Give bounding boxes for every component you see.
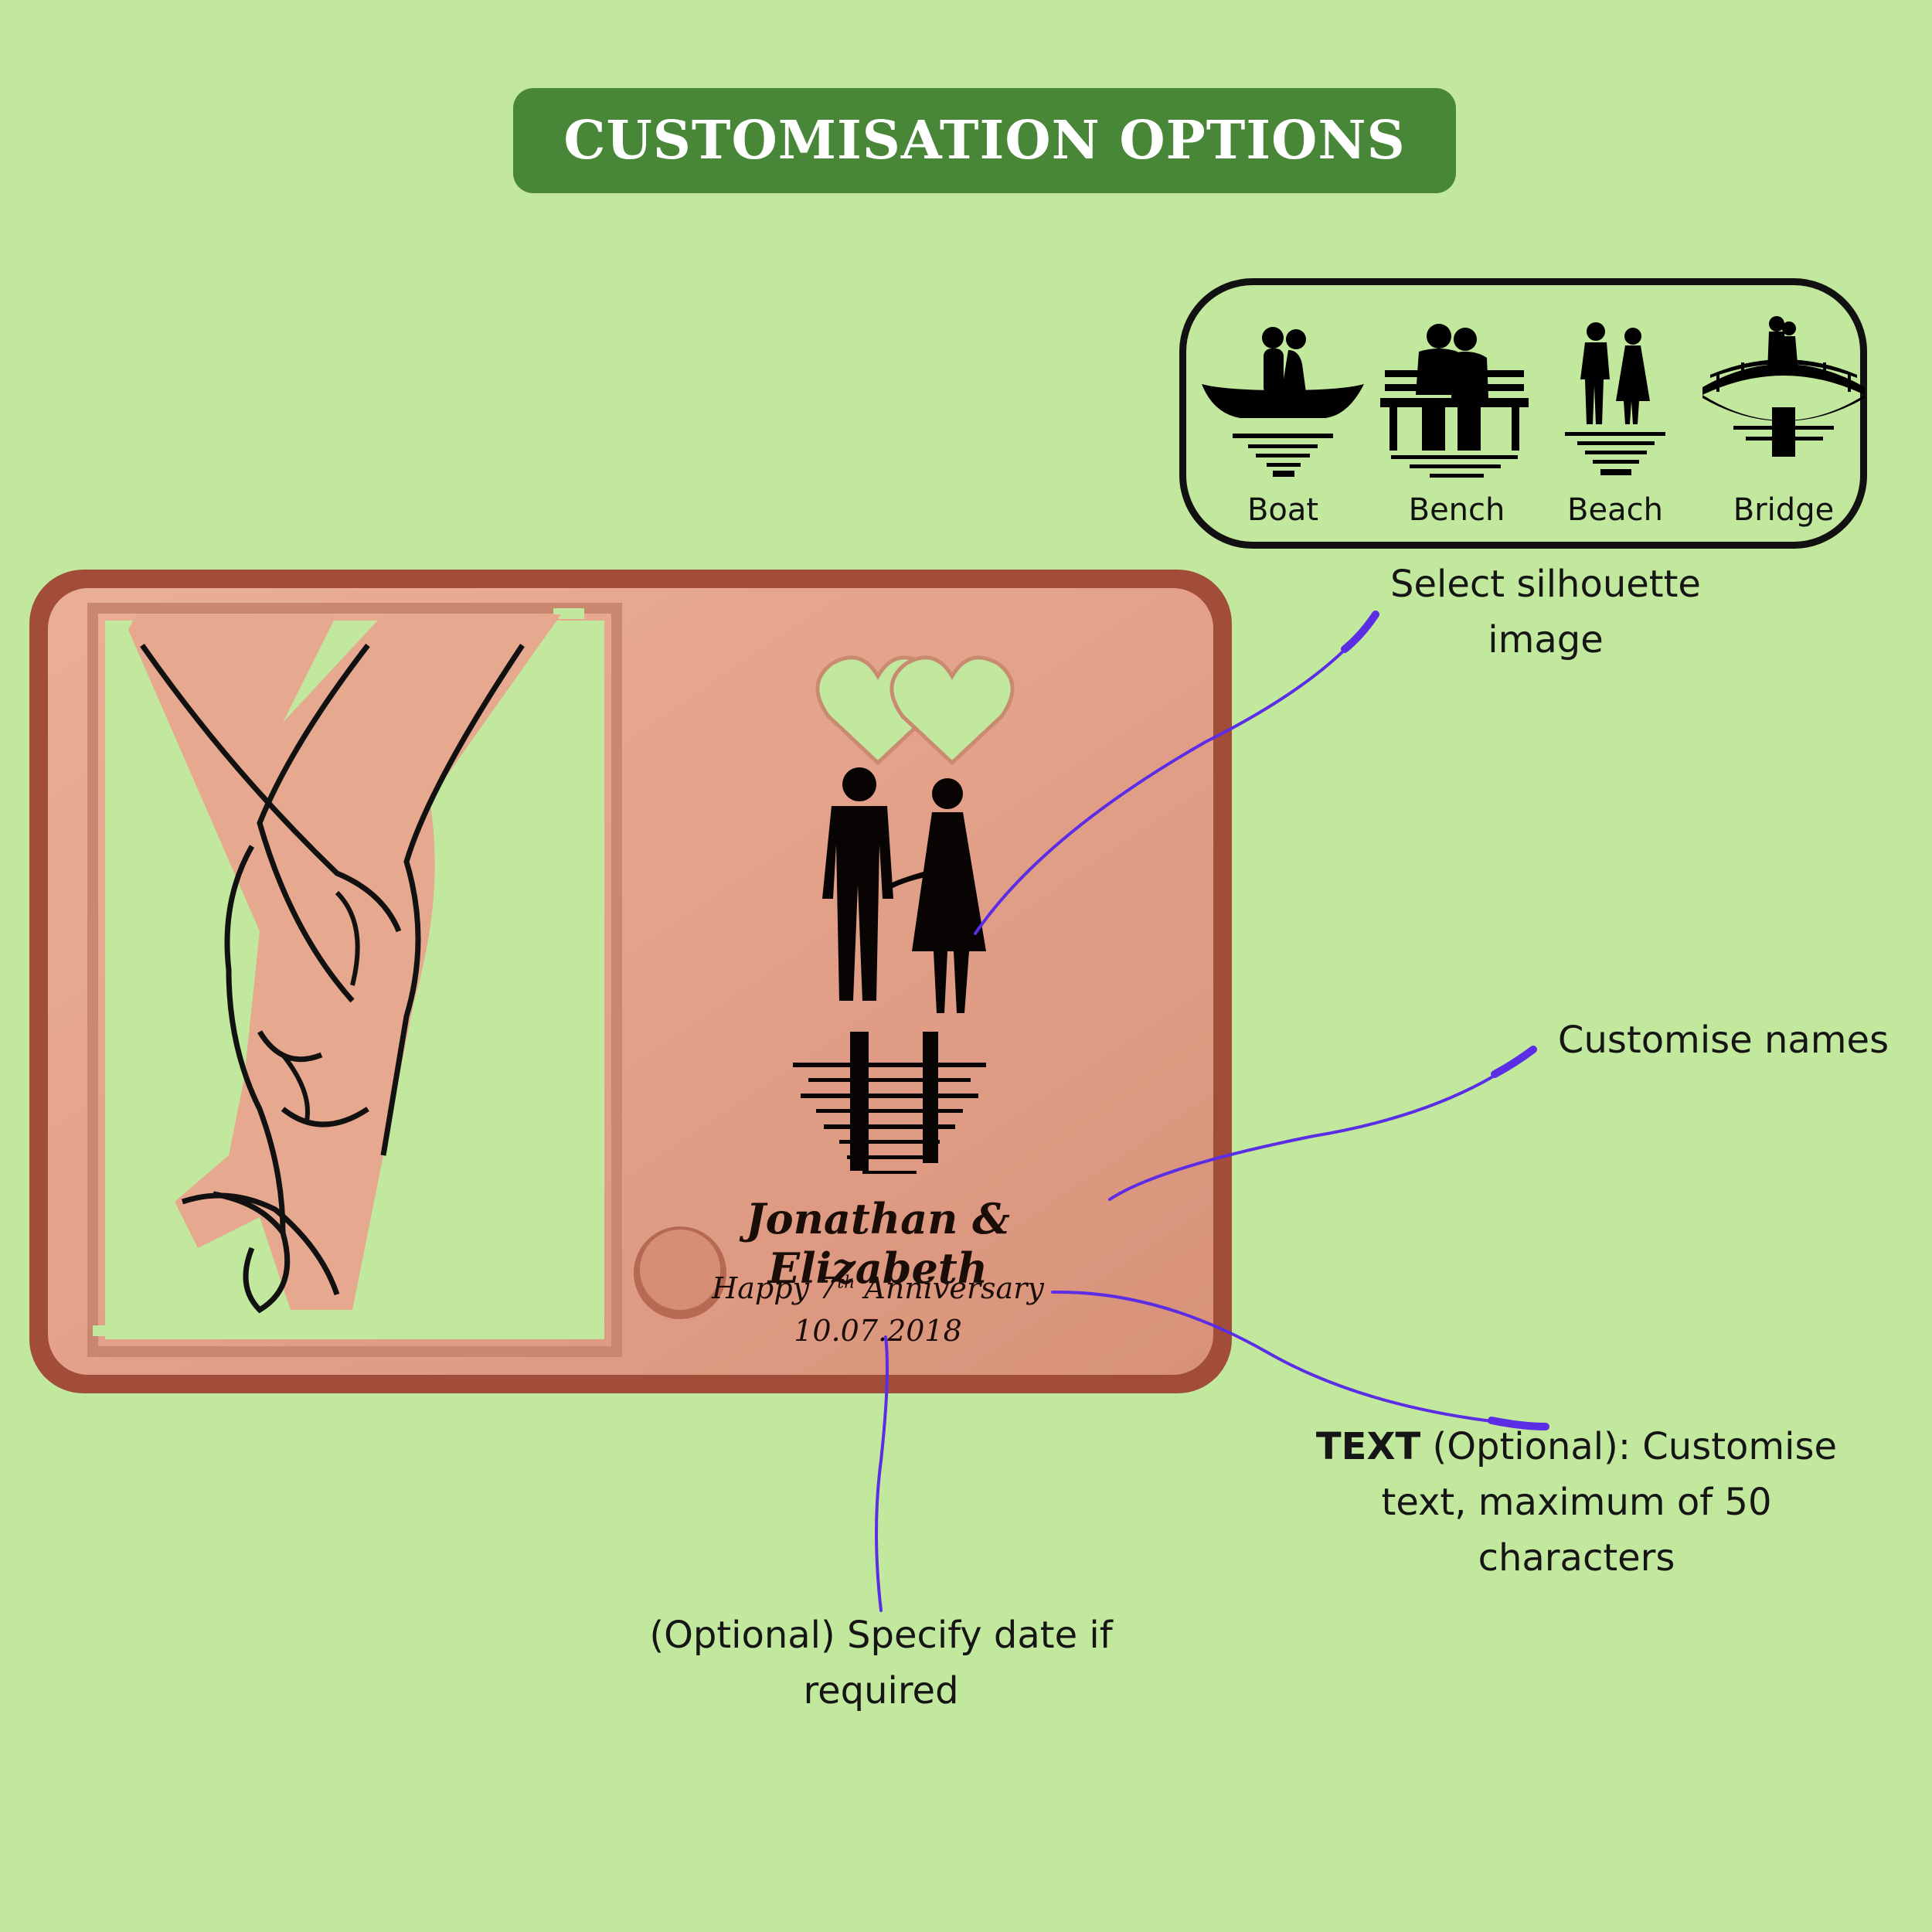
callout-text-line1-rest: (Optional): Customise	[1420, 1425, 1838, 1468]
plaque-message-prefix: Happy 7	[712, 1271, 838, 1305]
callout-silhouette-line2: image	[1488, 618, 1604, 662]
callout-names: Customise names	[1538, 1012, 1909, 1068]
plaque-message-sup: th	[837, 1273, 855, 1293]
plaque-names: Jonathan & Elizabeth	[746, 1194, 1010, 1293]
callout-silhouette: Select silhouette image	[1345, 556, 1747, 668]
holding-hands-icon	[128, 614, 561, 1314]
silhouette-option-bench[interactable]: Bench	[1376, 316, 1538, 548]
plaque-date: 10.07.2018	[794, 1314, 962, 1348]
callout-silhouette-line1: Select silhouette	[1390, 563, 1701, 606]
option-label-boat: Boat	[1247, 492, 1319, 528]
silhouette-options-panel: Boat Bench	[1179, 278, 1867, 549]
option-label-bench: Bench	[1408, 492, 1505, 528]
couple-walking-silhouette	[793, 767, 986, 1174]
callout-text-line3: characters	[1478, 1536, 1675, 1580]
callout-date-line1: (Optional) Specify date if	[649, 1614, 1113, 1657]
option-label-beach: Beach	[1567, 492, 1663, 528]
callout-names-text: Customise names	[1557, 1019, 1889, 1062]
callout-text: TEXT (Optional): Customise text, maximum…	[1298, 1419, 1855, 1586]
option-label-bridge: Bridge	[1733, 492, 1835, 528]
callout-date: (Optional) Specify date if required	[618, 1607, 1144, 1719]
couple-beach-icon	[1565, 322, 1665, 475]
callout-date-line2: required	[803, 1669, 959, 1713]
header-banner: CUSTOMISATION OPTIONS	[513, 88, 1456, 193]
plaque-message: Happy 7th Anniversary	[708, 1271, 1048, 1305]
callout-text-bold: TEXT	[1315, 1425, 1421, 1468]
callout-text-line2: text, maximum of 50	[1381, 1481, 1772, 1524]
silhouette-option-boat[interactable]: Boat	[1202, 316, 1364, 548]
plaque-message-suffix: Anniversary	[855, 1271, 1044, 1305]
callout-text-line1: TEXT (Optional): Customise	[1298, 1419, 1855, 1475]
couple-boat-icon	[1202, 327, 1364, 477]
plaque-graphic	[29, 570, 1232, 1393]
couple-bench-icon	[1380, 324, 1529, 478]
copper-stand-peg	[634, 1226, 726, 1319]
copper-plaque: Jonathan & Elizabeth Happy 7th Anniversa…	[28, 568, 1233, 1395]
header-title: CUSTOMISATION OPTIONS	[563, 110, 1406, 172]
silhouette-option-beach[interactable]: Beach	[1534, 316, 1696, 548]
couple-bridge-icon	[1702, 316, 1865, 457]
silhouette-option-bridge[interactable]: Bridge	[1702, 316, 1865, 548]
